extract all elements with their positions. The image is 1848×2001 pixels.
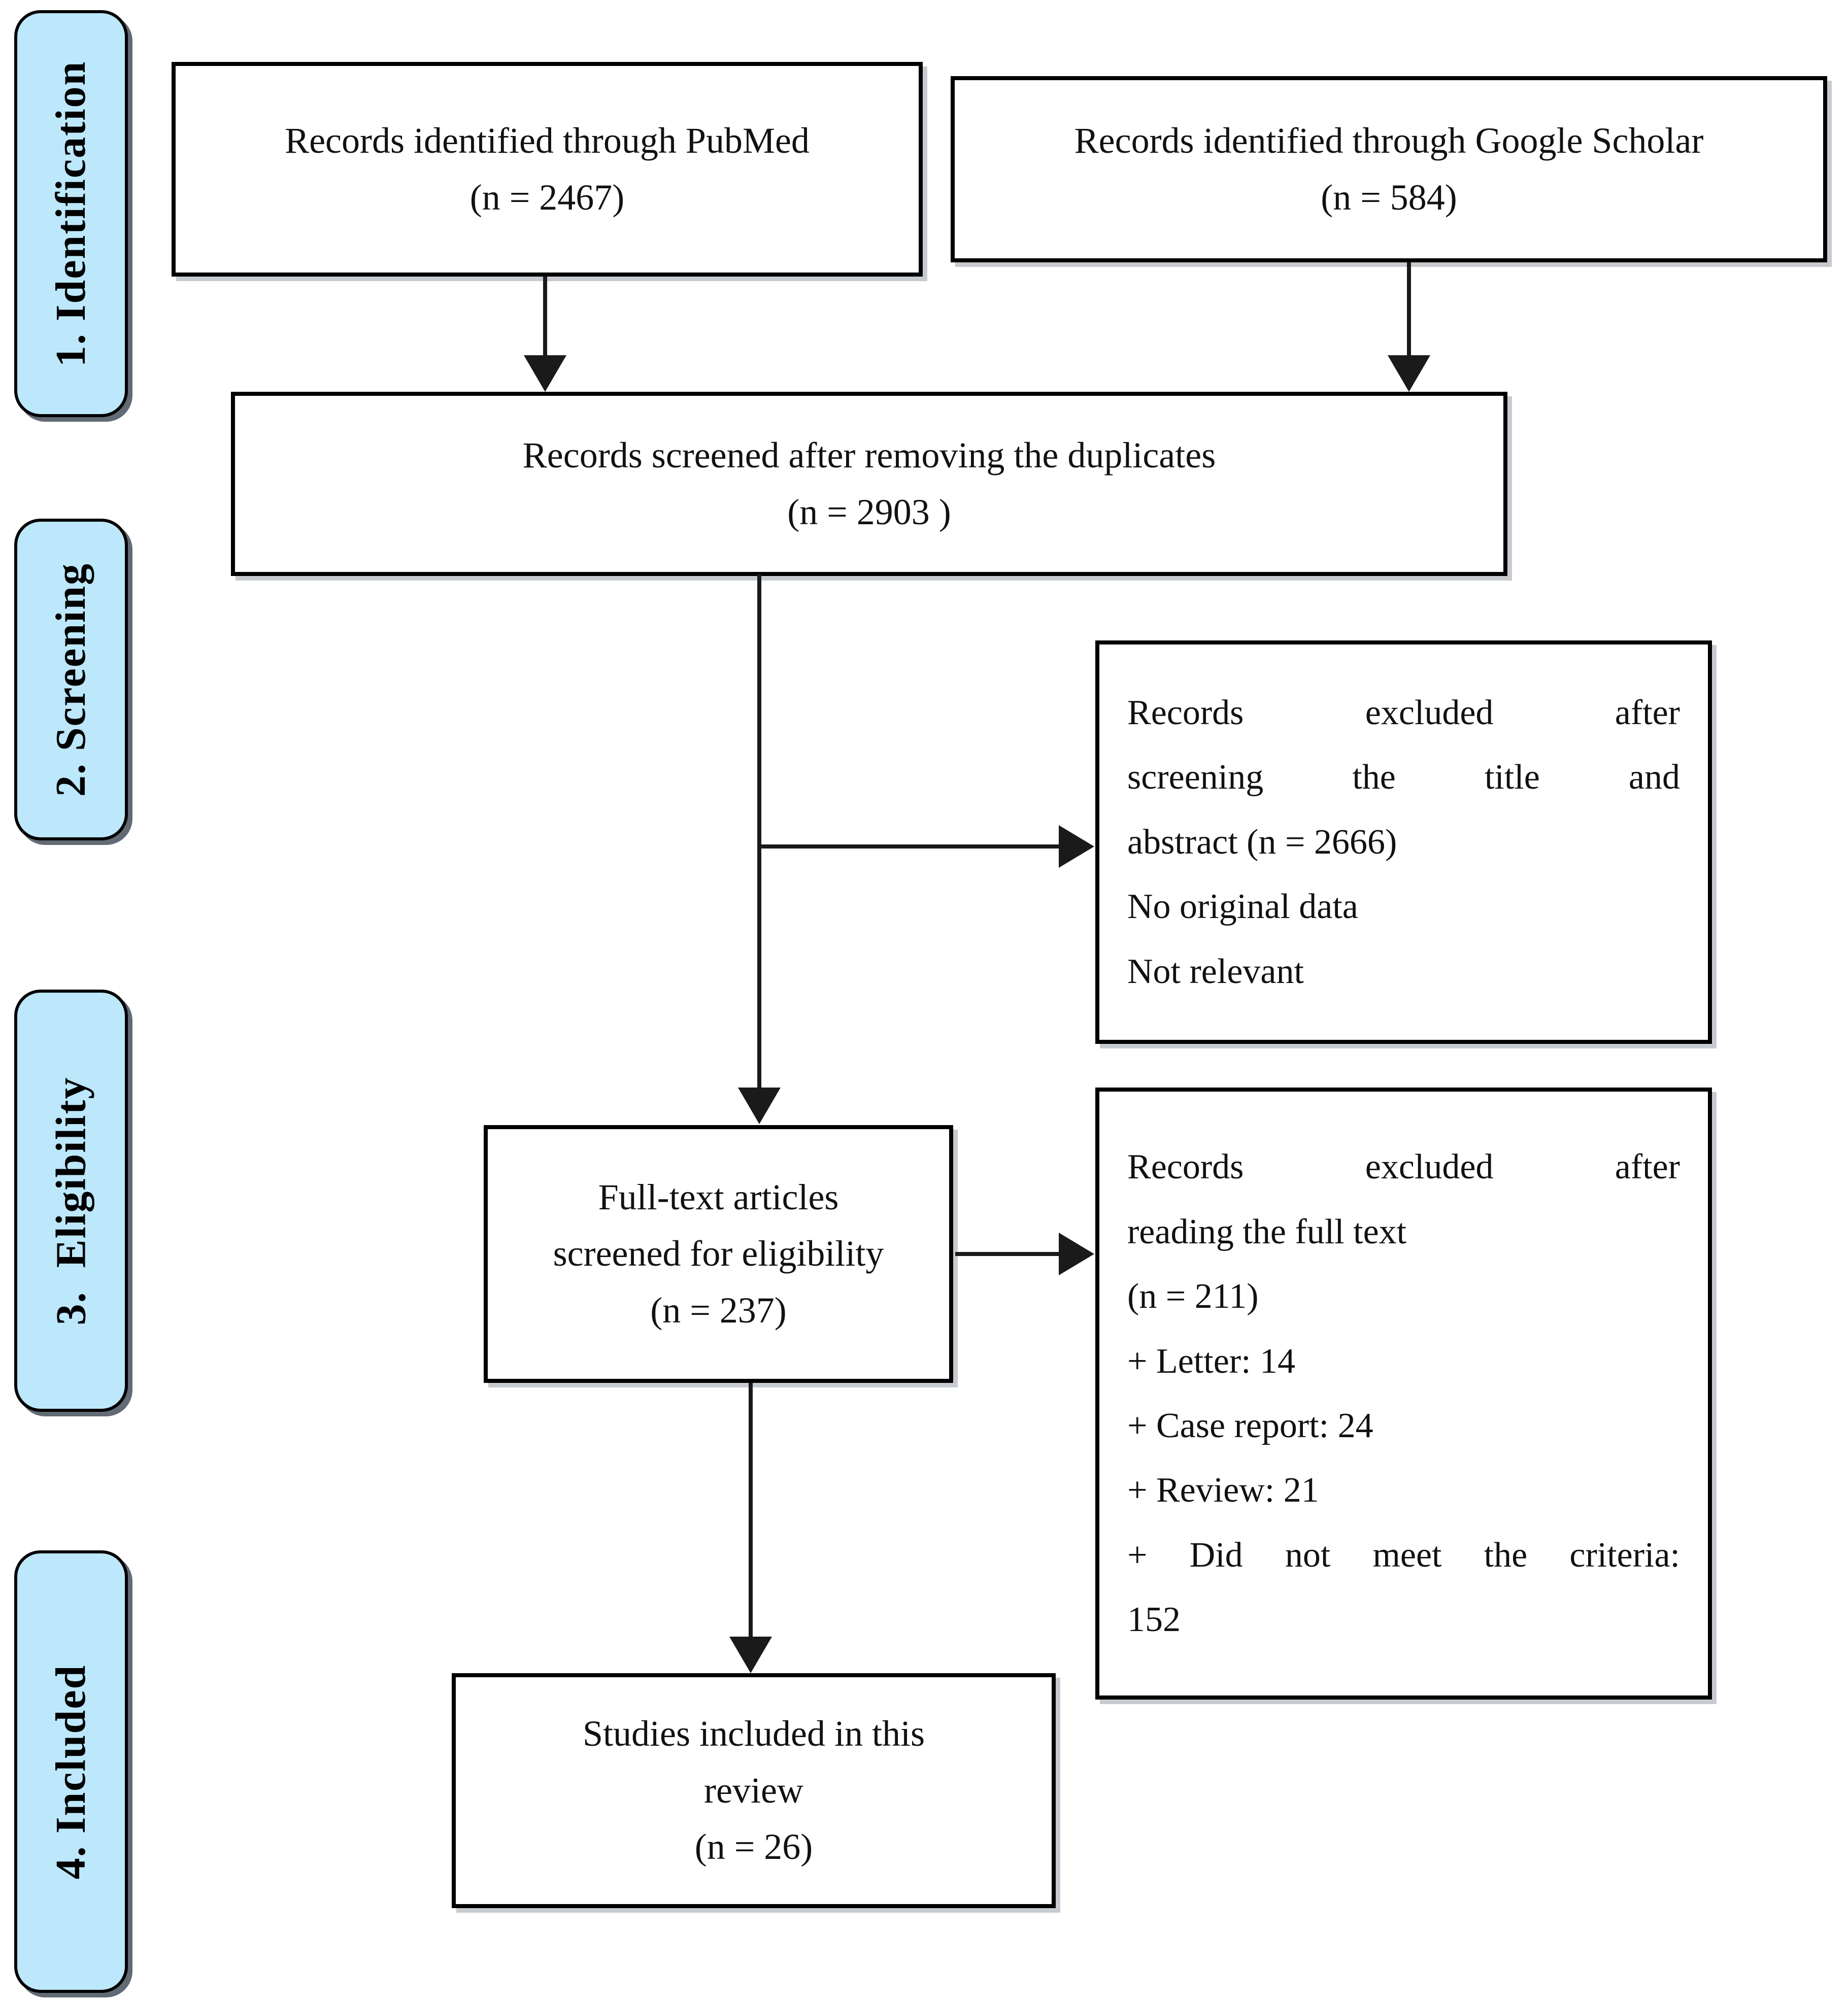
box-line: 152 — [1127, 1600, 1181, 1640]
box-line: Records identified through PubMed — [285, 120, 810, 161]
box-records-pubmed: Records identified through PubMed (n = 2… — [172, 62, 923, 277]
box-line: + Letter: 14 — [1127, 1341, 1296, 1381]
arrowhead-fulltext-to-excluded — [1059, 1233, 1094, 1275]
arrow-screened-to-excluded — [759, 844, 1061, 849]
box-line: + Case report: 24 — [1127, 1406, 1373, 1445]
stage-eligibility-label: 3. Eligibility — [47, 1076, 95, 1325]
stage-screening: 2. Screening — [14, 519, 128, 840]
stage-screening-label: 2. Screening — [47, 562, 95, 797]
box-line: (n = 237) — [650, 1290, 787, 1331]
arrow-fulltext-to-excluded — [955, 1252, 1061, 1256]
arrowhead-screened-to-excluded — [1059, 825, 1094, 868]
arrow-fulltext-to-included — [749, 1383, 753, 1639]
box-line: (n = 26) — [694, 1826, 813, 1868]
stage-identification: 1. Identification — [14, 10, 128, 417]
box-line: Studies included in this — [583, 1713, 925, 1754]
box-line: screened for eligibility — [553, 1233, 884, 1274]
stage-identification-label: 1. Identification — [47, 60, 95, 367]
arrowhead-screened-to-fulltext — [738, 1088, 781, 1124]
box-excluded-after-screening: Records excluded after screening the tit… — [1095, 640, 1712, 1044]
arrowhead-fulltext-to-included — [729, 1637, 772, 1673]
box-line: Records excluded after — [1127, 1147, 1680, 1187]
box-studies-included: Studies included in this review (n = 26) — [452, 1673, 1056, 1908]
box-line: (n = 584) — [1321, 177, 1457, 218]
stage-included: 4. Included — [14, 1550, 128, 1993]
box-line: screening the title and — [1127, 758, 1680, 797]
box-line: (n = 211) — [1127, 1277, 1259, 1316]
box-line: Full-text articles — [598, 1176, 839, 1217]
box-fulltext-screened: Full-text articles screened for eligibil… — [484, 1125, 953, 1383]
box-line: review — [704, 1770, 803, 1811]
arrow-google-to-screened — [1407, 262, 1411, 358]
box-records-google-scholar: Records identified through Google Schola… — [951, 76, 1827, 262]
arrowhead-google-to-screened — [1388, 355, 1430, 392]
box-line: Records excluded after — [1127, 693, 1680, 733]
stage-eligibility: 3. Eligibility — [14, 990, 128, 1412]
arrowhead-pubmed-to-screened — [524, 355, 566, 392]
box-line: + Did not meet the criteria: — [1127, 1535, 1680, 1575]
box-line: reading the full text — [1127, 1212, 1407, 1251]
arrow-screened-to-fulltext — [757, 574, 761, 1090]
box-line: (n = 2903 ) — [787, 491, 951, 532]
box-line: Records screened after removing the dupl… — [522, 434, 1216, 476]
arrow-pubmed-to-screened — [543, 277, 547, 358]
stage-included-label: 4. Included — [47, 1664, 95, 1879]
box-line: abstract (n = 2666) — [1127, 822, 1397, 862]
box-line: Records identified through Google Schola… — [1074, 120, 1704, 161]
box-excluded-after-fulltext: Records excluded after reading the full … — [1095, 1088, 1712, 1700]
box-records-screened: Records screened after removing the dupl… — [231, 392, 1507, 576]
box-line: No original data — [1127, 887, 1358, 927]
box-line: (n = 2467) — [469, 177, 625, 218]
box-line: Not relevant — [1127, 952, 1304, 991]
box-line: + Review: 21 — [1127, 1471, 1319, 1510]
